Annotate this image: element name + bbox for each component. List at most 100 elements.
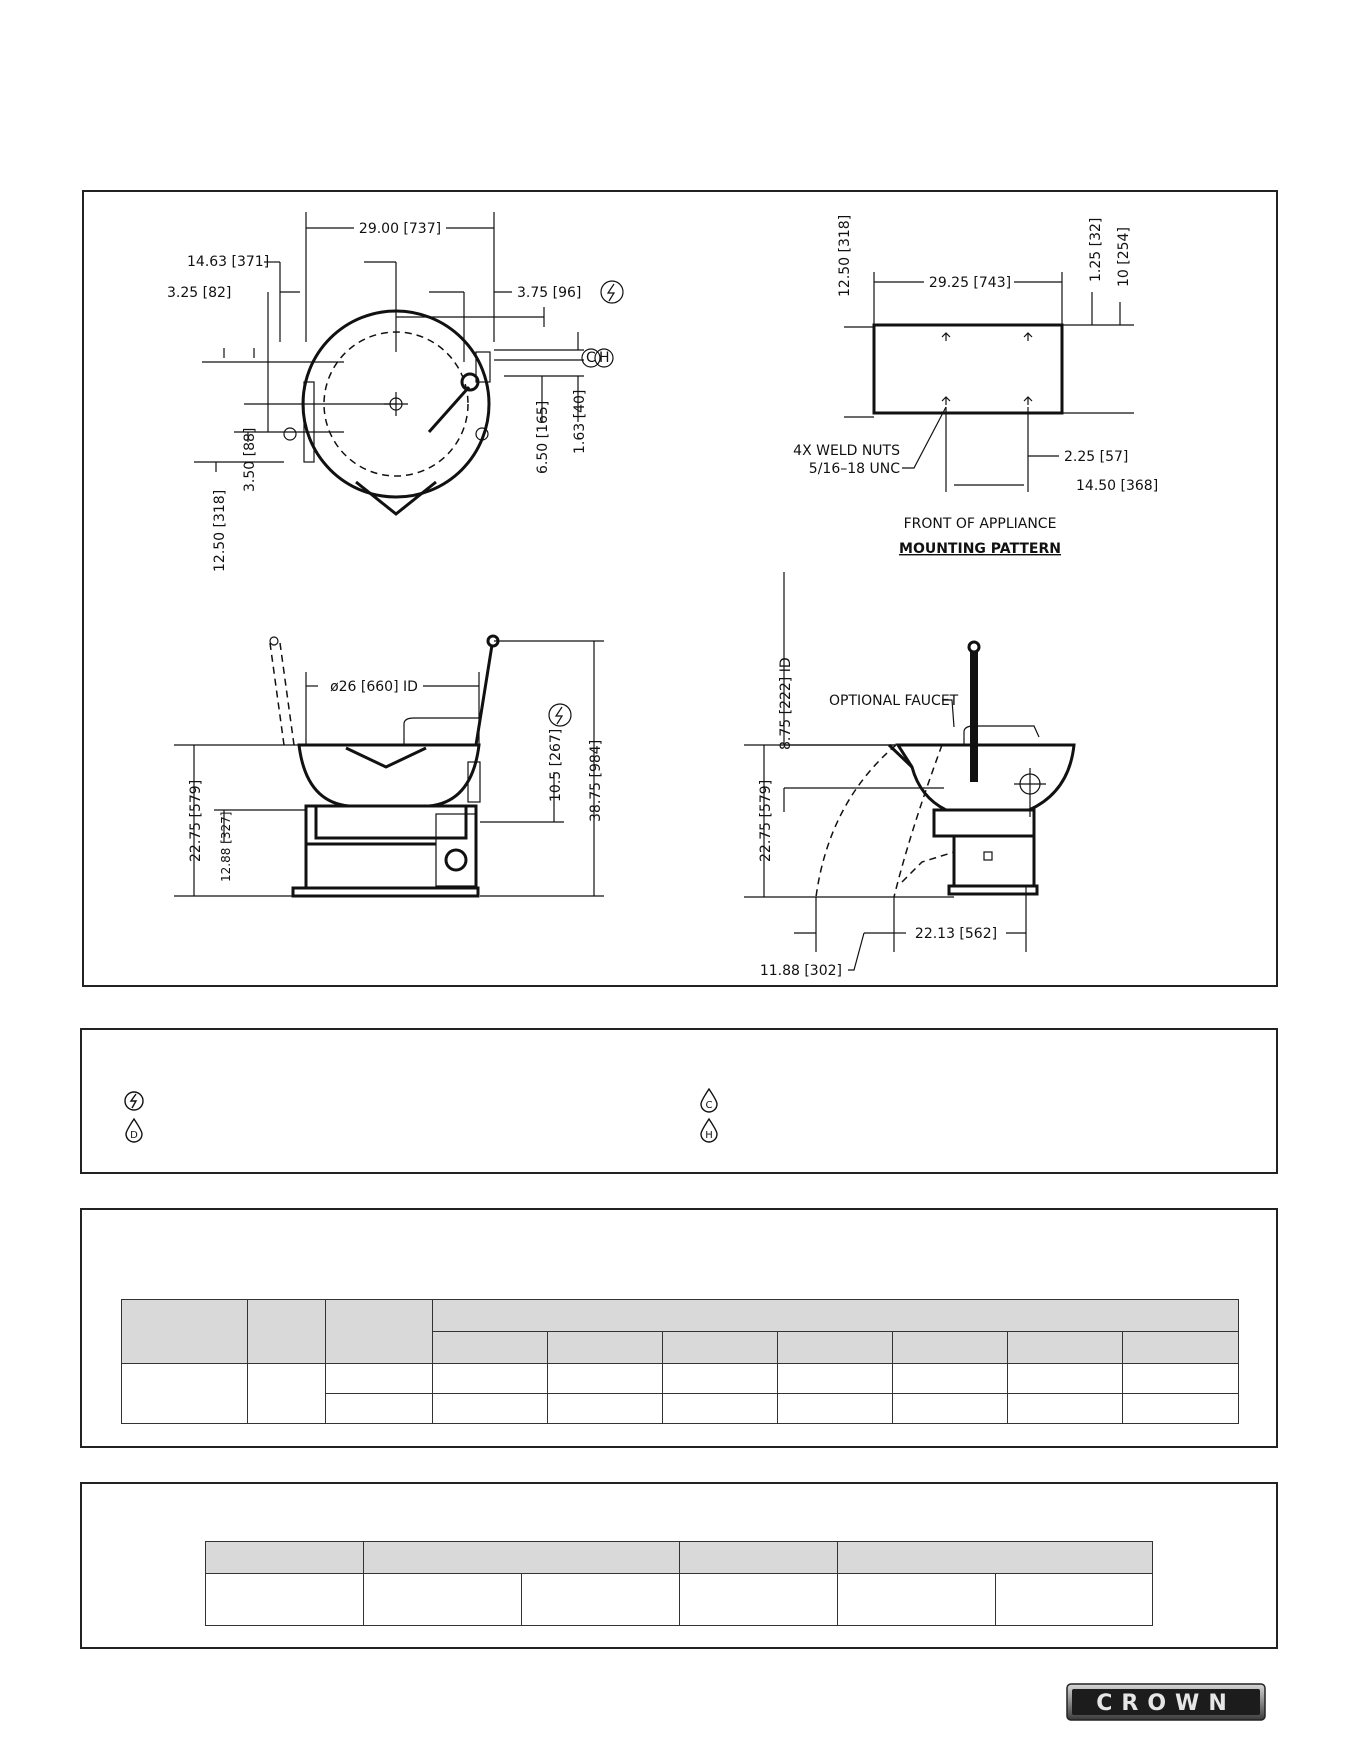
- table-cell: [325, 1393, 433, 1424]
- table-cell: [547, 1363, 663, 1394]
- subheader-cell: [432, 1331, 548, 1364]
- header-cell: [325, 1299, 433, 1364]
- table-cell: [363, 1573, 522, 1626]
- technical-drawing: 29.00 [737] 14.63 [371] 3.25 [82] 3.75 […: [167, 212, 1158, 979]
- table-cell: [521, 1573, 680, 1626]
- weld-nuts-line2: 5/16–18 UNC: [809, 461, 900, 477]
- dim-3-75: 3.75 [96]: [517, 285, 581, 301]
- side-view: 8.75 [222] ID OPTIONAL FAUCET 22.75 [579…: [744, 572, 1076, 979]
- table-cell: [1121, 1363, 1240, 1394]
- side-dim-22-13: 22.13 [562]: [915, 926, 997, 942]
- ch-h-label: H: [599, 350, 610, 366]
- dim-3-50: 3.50 [88]: [242, 428, 258, 492]
- kettle-side-profile: [297, 743, 481, 808]
- crown-logo: CROWN: [1066, 1683, 1266, 1721]
- table-cell: [662, 1363, 778, 1394]
- electrical-spec-table: [121, 1299, 1240, 1424]
- svg-text:H: H: [705, 1130, 713, 1141]
- legend-frame: D C H: [80, 1028, 1278, 1174]
- electric-connection-icon: [600, 280, 624, 304]
- header-cell-span: [363, 1541, 680, 1574]
- drawing-frame: 29.00 [737] 14.63 [371] 3.25 [82] 3.75 […: [82, 190, 1278, 987]
- side-dim-22-75: 22.75 [579]: [758, 780, 774, 862]
- table-cell: [892, 1363, 1008, 1394]
- faucet-spout: [403, 717, 479, 745]
- tilt-arc: [815, 744, 897, 898]
- side-dim-8-75: 8.75 [222] ID: [778, 657, 794, 750]
- table-cell: [1007, 1393, 1123, 1424]
- ch-c-label: C: [586, 350, 596, 366]
- dim-1-63: 1.63 [40]: [572, 390, 588, 454]
- crown-logo-text: CROWN: [1096, 1691, 1235, 1716]
- front-of-appliance-label: FRONT OF APPLIANCE: [904, 516, 1057, 532]
- faucet-body: [475, 351, 491, 383]
- header-cell: [247, 1299, 326, 1364]
- plan-view: 29.00 [737] 14.63 [371] 3.25 [82] 3.75 […: [167, 212, 624, 572]
- table-cell: [247, 1363, 326, 1424]
- pour-spout: [355, 480, 437, 516]
- mount-dim-29-25: 29.25 [743]: [929, 275, 1011, 291]
- side-control-box: [952, 834, 1036, 888]
- electrical-spec-frame: [80, 1208, 1278, 1448]
- front-dim-10-5: 10.5 [267]: [548, 729, 564, 802]
- subheader-cell: [1007, 1331, 1123, 1364]
- optional-faucet-label: OPTIONAL FAUCET: [829, 693, 959, 709]
- svg-text:D: D: [130, 1130, 138, 1141]
- mount-dim-14-50: 14.50 [368]: [1076, 478, 1158, 494]
- mounting-plate: [872, 323, 1064, 415]
- side-dim-11-88: 11.88 [302]: [760, 963, 842, 979]
- table-cell: [679, 1573, 838, 1626]
- header-cell: [121, 1299, 248, 1364]
- subheader-cell: [662, 1331, 778, 1364]
- front-dim-26: ø26 [660] ID: [330, 679, 418, 695]
- table-cell: [121, 1363, 248, 1424]
- subheader-cell: [892, 1331, 1008, 1364]
- table-cell: [547, 1393, 663, 1424]
- hot-water-icon: [594, 348, 614, 368]
- weld-nuts-line1: 4X WELD NUTS: [793, 443, 900, 459]
- dim-3-25: 3.25 [82]: [167, 285, 231, 301]
- table-cell: [662, 1393, 778, 1424]
- header-cell-span: [431, 1299, 1240, 1332]
- table-cell: [777, 1363, 893, 1394]
- mounting-pattern-title: MOUNTING PATTERN: [899, 541, 1061, 557]
- header-cell: [205, 1541, 364, 1574]
- mounting-pattern-view: 12.50 [318] 29.25 [743] 1.25 [32] 10 [25…: [793, 215, 1158, 557]
- header-cell-span: [837, 1541, 1153, 1574]
- table-cell: [432, 1363, 548, 1394]
- table-cell: [892, 1393, 1008, 1424]
- dim-29: 29.00 [737]: [359, 221, 441, 237]
- control-box: [435, 813, 477, 887]
- legend-electric-icon: [123, 1087, 145, 1113]
- table-cell: [1007, 1363, 1123, 1394]
- side-kettle-profile: [895, 743, 1076, 812]
- mount-dim-2-25: 2.25 [57]: [1064, 449, 1128, 465]
- legend-drain-icon: D: [123, 1117, 145, 1143]
- table-cell: [995, 1573, 1153, 1626]
- dim-6-50: 6.50 [165]: [535, 401, 551, 474]
- table-cell: [432, 1393, 548, 1424]
- tilt-handle: [427, 386, 471, 433]
- table-cell: [205, 1573, 364, 1626]
- front-dim-38-75: 38.75 [984]: [588, 740, 604, 822]
- dim-drain-14: 14.63 [371]: [187, 254, 269, 270]
- subheader-cell: [777, 1331, 893, 1364]
- dim-12-50: 12.50 [318]: [212, 490, 228, 572]
- subheader-cell: [547, 1331, 663, 1364]
- table-cell: [1121, 1393, 1240, 1424]
- table-cell: [837, 1573, 996, 1626]
- connections-spec-frame: [80, 1482, 1278, 1649]
- legend-cold-water-icon: C: [698, 1087, 720, 1113]
- kettle-stand: [304, 804, 478, 890]
- cold-water-icon: [581, 348, 601, 368]
- mount-dim-1-25: 1.25 [32]: [1088, 218, 1104, 282]
- front-dim-22-75: 22.75 [579]: [188, 780, 204, 862]
- mount-dim-12-50: 12.50 [318]: [837, 215, 853, 297]
- svg-text:C: C: [706, 1100, 713, 1111]
- front-view: ø26 [660] ID 22.75 [579] 12.88 [327] 10.…: [174, 634, 604, 898]
- table-cell: [777, 1393, 893, 1424]
- mount-dim-10: 10 [254]: [1116, 227, 1132, 287]
- header-cell: [679, 1541, 838, 1574]
- front-dim-12-88: 12.88 [327]: [219, 812, 233, 882]
- connections-spec-table: [205, 1541, 1153, 1626]
